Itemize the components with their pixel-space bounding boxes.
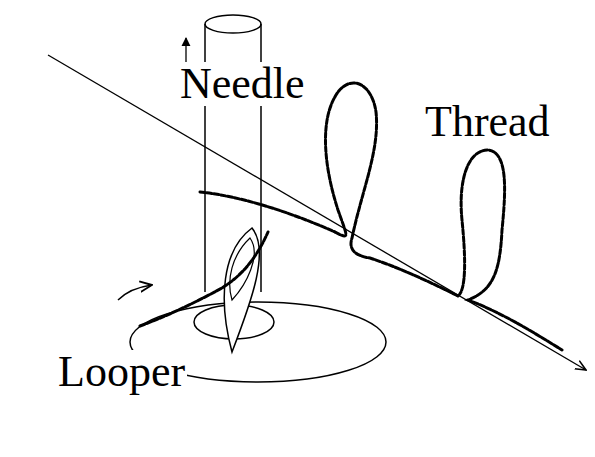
part-label: Needle	[178, 62, 307, 106]
part-label: Looper	[56, 350, 187, 394]
needle-eye	[230, 238, 254, 300]
part-label: Thread	[423, 100, 552, 144]
rotation-arrow	[118, 285, 152, 300]
fabric-line	[48, 55, 586, 370]
thread	[140, 83, 562, 350]
needle-tip	[224, 228, 259, 352]
needle-top	[205, 15, 261, 33]
